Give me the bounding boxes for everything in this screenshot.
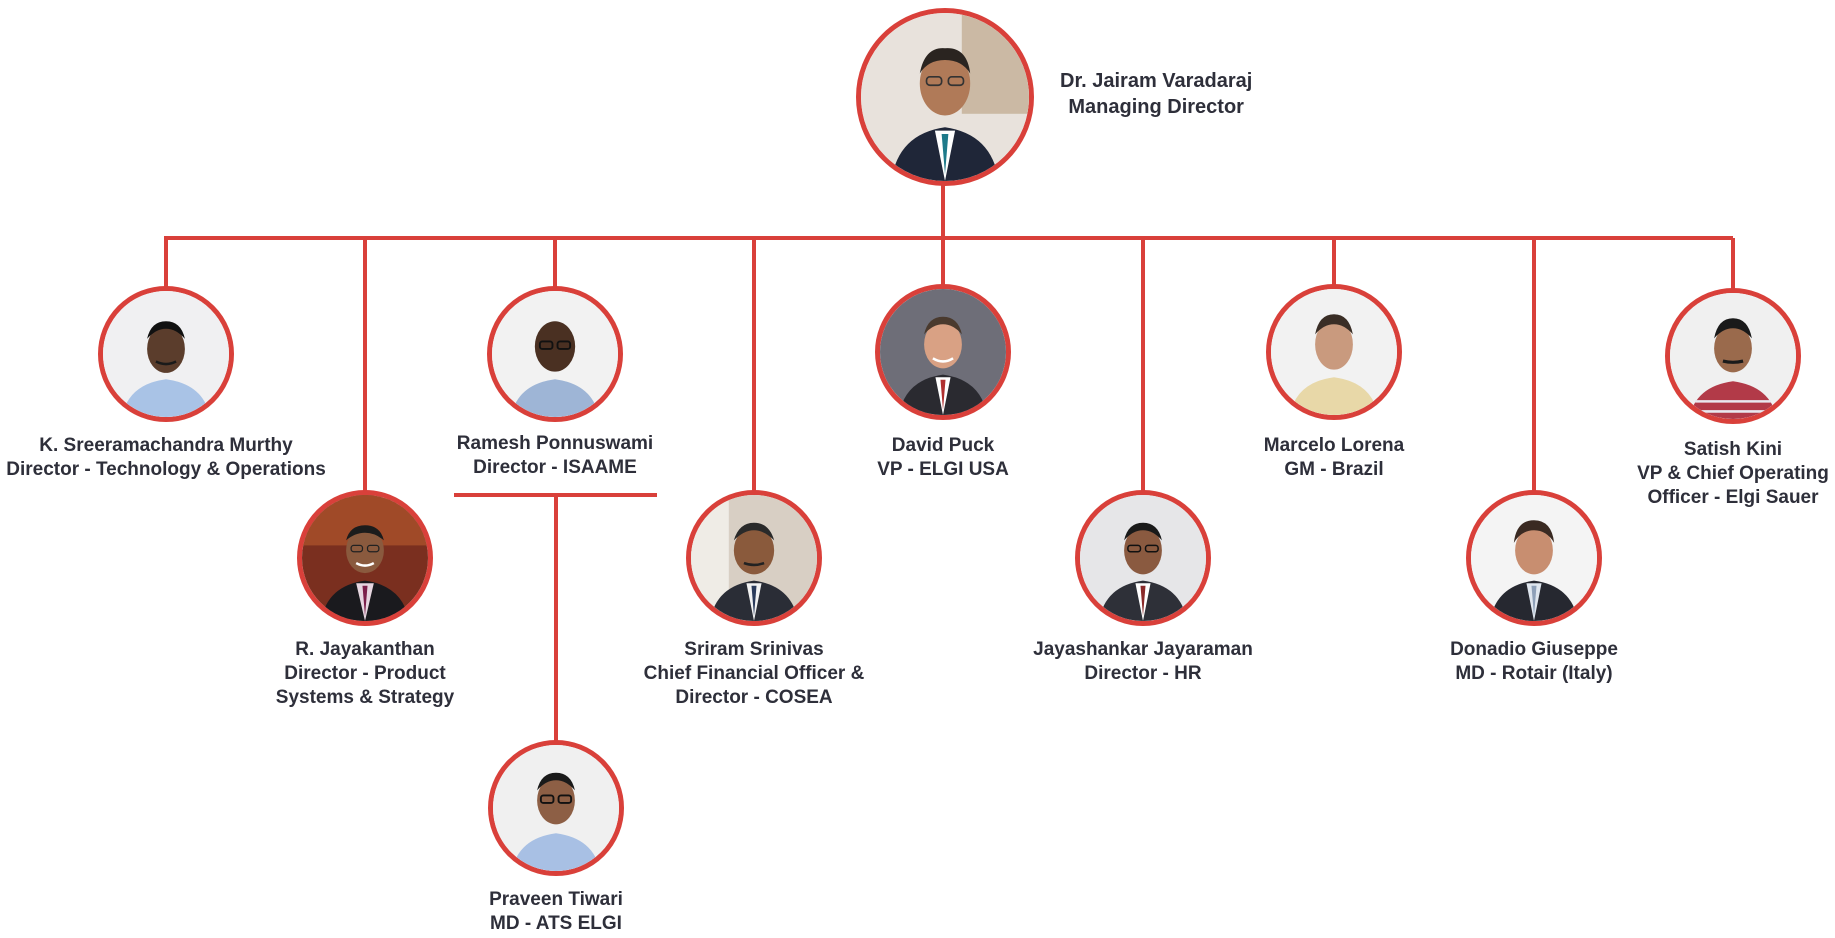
role-srinivas: Chief Financial Officer & xyxy=(643,663,865,684)
avatar-tiwari xyxy=(488,740,624,876)
role-puck: VP - ELGI USA xyxy=(877,459,1009,480)
avatar-lorena xyxy=(1266,284,1402,420)
label-jayaraman: Jayashankar Jayaraman Director - HR xyxy=(1033,638,1253,686)
person-photo-icon xyxy=(1471,495,1597,621)
label-lorena: Marcelo Lorena GM - Brazil xyxy=(1264,434,1404,482)
name-kini: Satish Kini xyxy=(1683,439,1783,460)
role-tiwari: MD - ATS ELGI xyxy=(490,913,622,934)
label-jayakanthan: R. Jayakanthan Director - Product System… xyxy=(276,638,454,710)
avatar-murthy xyxy=(98,286,234,422)
avatar-jayakanthan xyxy=(297,490,433,626)
person-photo-icon xyxy=(302,495,428,621)
role-kini: VP & Chief Operating xyxy=(1637,463,1829,484)
person-photo-icon xyxy=(103,291,229,417)
label-kini: Satish Kini VP & Chief Operating Officer… xyxy=(1637,438,1829,510)
person-photo-icon xyxy=(861,13,1029,181)
head-role: Managing Director xyxy=(1068,96,1244,118)
avatar-ponnuswami xyxy=(487,286,623,422)
name-srinivas: Sriram Srinivas xyxy=(684,639,824,660)
org-node-lorena: Marcelo Lorena GM - Brazil xyxy=(1234,284,1434,482)
avatar-jayaraman xyxy=(1075,490,1211,626)
org-node-kini: Satish Kini VP & Chief Operating Officer… xyxy=(1633,288,1833,510)
role-lorena: GM - Brazil xyxy=(1284,459,1384,480)
org-node-head xyxy=(856,8,1034,186)
person-photo-icon xyxy=(492,291,618,417)
org-node-jayaraman: Jayashankar Jayaraman Director - HR xyxy=(1023,490,1263,686)
org-node-murthy: K. Sreeramachandra Murthy Director - Tec… xyxy=(6,286,326,482)
org-node-giuseppe: Donadio Giuseppe MD - Rotair (Italy) xyxy=(1424,490,1644,686)
person-photo-icon xyxy=(691,495,817,621)
org-node-ponnuswami: Ramesh Ponnuswami Director - ISAAME xyxy=(445,286,665,480)
head-label: Dr. Jairam Varadaraj Managing Director xyxy=(1060,68,1252,120)
label-giuseppe: Donadio Giuseppe MD - Rotair (Italy) xyxy=(1450,638,1618,686)
person-photo-icon xyxy=(1080,495,1206,621)
role2-jayakanthan: Systems & Strategy xyxy=(275,687,455,708)
person-photo-icon xyxy=(1271,289,1397,415)
label-srinivas: Sriram Srinivas Chief Financial Officer … xyxy=(644,638,865,710)
head-name: Dr. Jairam Varadaraj xyxy=(1060,70,1253,92)
label-tiwari: Praveen Tiwari MD - ATS ELGI xyxy=(489,888,623,936)
org-node-srinivas: Sriram Srinivas Chief Financial Officer … xyxy=(634,490,874,710)
name-lorena: Marcelo Lorena xyxy=(1263,435,1405,456)
avatar-head xyxy=(856,8,1034,186)
name-tiwari: Praveen Tiwari xyxy=(489,889,623,910)
name-giuseppe: Donadio Giuseppe xyxy=(1450,639,1618,660)
avatar-srinivas xyxy=(686,490,822,626)
label-murthy: K. Sreeramachandra Murthy Director - Tec… xyxy=(6,434,326,482)
role2-kini: Officer - Elgi Sauer xyxy=(1647,487,1819,508)
name-jayaraman: Jayashankar Jayaraman xyxy=(1033,639,1253,660)
role-murthy: Director - Technology & Operations xyxy=(6,459,326,480)
name-jayakanthan: R. Jayakanthan xyxy=(295,639,435,660)
name-puck: David Puck xyxy=(891,435,995,456)
avatar-kini xyxy=(1665,288,1801,424)
org-node-tiwari: Praveen Tiwari MD - ATS ELGI xyxy=(456,740,656,936)
role-jayaraman: Director - HR xyxy=(1084,663,1202,684)
role2-srinivas: Director - COSEA xyxy=(675,687,833,708)
org-node-jayakanthan: R. Jayakanthan Director - Product System… xyxy=(265,490,465,710)
person-photo-icon xyxy=(493,745,619,871)
name-ponnuswami: Ramesh Ponnuswami xyxy=(456,433,654,454)
role-jayakanthan: Director - Product xyxy=(284,663,446,684)
label-ponnuswami: Ramesh Ponnuswami Director - ISAAME xyxy=(457,432,653,480)
avatar-puck xyxy=(875,284,1011,420)
avatar-giuseppe xyxy=(1466,490,1602,626)
person-photo-icon xyxy=(880,289,1006,415)
org-node-puck: David Puck VP - ELGI USA xyxy=(843,284,1043,482)
name-murthy: K. Sreeramachandra Murthy xyxy=(39,435,293,456)
role-giuseppe: MD - Rotair (Italy) xyxy=(1455,663,1613,684)
person-photo-icon xyxy=(1670,293,1796,419)
role-ponnuswami: Director - ISAAME xyxy=(473,457,637,478)
label-puck: David Puck VP - ELGI USA xyxy=(877,434,1009,482)
